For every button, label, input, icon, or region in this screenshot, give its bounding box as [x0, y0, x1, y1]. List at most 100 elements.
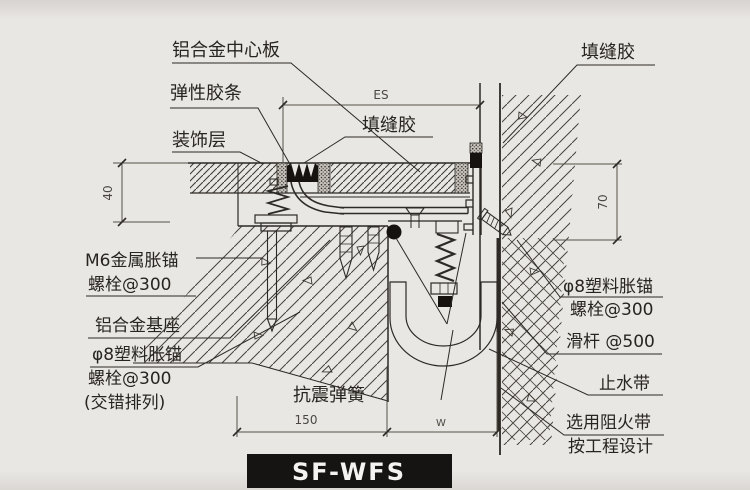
dim-70-text: 70	[596, 194, 610, 209]
joint-v-line-left	[395, 237, 448, 325]
label-text: 铝合金基座	[95, 316, 180, 336]
anchor-outline	[367, 226, 380, 272]
wall-side-frame	[463, 142, 483, 235]
label-elastic-strip: 弹性胶条	[170, 83, 292, 167]
m6-anchor-bolt	[254, 178, 298, 333]
pivot-ball	[386, 224, 402, 240]
leader	[170, 107, 292, 167]
wall-plastic-anchor-screw	[476, 207, 512, 236]
label-text: 弹性胶条	[170, 83, 242, 104]
wall-joint-sealant-block	[469, 142, 483, 154]
label-sealant-right: 填缝胶	[502, 42, 655, 144]
sealant-strip-right	[454, 162, 469, 194]
spring-tip-block	[438, 296, 452, 307]
label-m6-anchor: M6金属胀锚 螺栓@300	[85, 251, 262, 297]
dimension-70: 70	[553, 159, 622, 245]
tick-left	[278, 100, 288, 110]
label-text-line2: 螺栓@300	[88, 369, 171, 389]
sealant-strip-mid	[317, 162, 331, 194]
leader	[88, 239, 331, 339]
leader	[516, 239, 663, 298]
label-base: 铝合金基座	[88, 239, 331, 339]
label-fire-belt: 选用阻火带 按工程设计	[500, 387, 664, 457]
leader	[90, 311, 301, 368]
label-text-line2: 按工程设计	[568, 437, 653, 457]
label-waterstop: 止水带	[488, 348, 663, 396]
concrete-triangle-marks	[253, 111, 542, 402]
label-text-line1: φ8塑料胀锚	[563, 277, 653, 297]
spring-washer	[264, 185, 292, 215]
dim-40-text: 40	[101, 185, 115, 200]
elastic-rubber-profile	[287, 163, 318, 182]
anti-seismic-spring	[433, 232, 458, 283]
leader	[500, 387, 664, 436]
dim-es-text: ES	[373, 88, 388, 102]
label-plastic-anchor-right: φ8塑料胀锚 螺栓@300	[516, 239, 663, 320]
title-block: SF-WFS	[247, 454, 452, 488]
slab-break-edge	[133, 362, 389, 402]
label-plastic-anchor-left: φ8塑料胀锚 螺栓@300 (交错排列)	[84, 311, 301, 413]
tick-2	[382, 427, 392, 437]
leader	[172, 62, 421, 173]
anchor-outline	[339, 226, 353, 280]
dimension-40: 40	[101, 158, 188, 227]
support-ramp-outer	[290, 181, 345, 215]
label-text-line3: (交错排列)	[84, 393, 165, 413]
label-text-line1: φ8塑料胀锚	[92, 345, 182, 365]
label-text: 铝合金中心板	[172, 40, 280, 61]
tick-bottom	[612, 235, 622, 245]
decorative-layer	[188, 162, 470, 194]
plastic-anchor-2	[367, 226, 380, 272]
wall-joint-rubber-block	[470, 153, 482, 168]
waterstop-u-band	[389, 281, 498, 367]
tick-1	[232, 427, 242, 437]
anchor-rib-lines	[340, 235, 352, 253]
spring-nut	[430, 282, 458, 295]
anchor-tip	[502, 227, 512, 236]
tick-right	[475, 100, 485, 110]
label-text-line2: 螺栓@300	[88, 275, 171, 295]
label-slide-rod: 滑杆 @500	[501, 301, 662, 355]
label-text: 填缝胶	[362, 115, 416, 136]
label-text-line1: 选用阻火带	[566, 413, 651, 433]
label-sealant-left: 填缝胶	[303, 115, 433, 164]
label-center-plate: 铝合金中心板	[172, 40, 421, 173]
label-text-line1: M6金属胀锚	[85, 251, 178, 271]
label-text: 抗震弹簧	[293, 385, 365, 406]
leader	[172, 151, 264, 165]
slab-concrete-hatch	[133, 226, 388, 401]
label-text: 滑杆 @500	[566, 332, 655, 352]
support-ramp-inner	[298, 181, 345, 209]
frame-hooks	[463, 175, 473, 231]
leader	[488, 348, 663, 396]
leader	[303, 136, 433, 164]
finish-tile-mid	[238, 163, 277, 193]
expansion-joint-assembly	[254, 142, 512, 333]
leader	[440, 329, 454, 401]
label-decorative-layer: 装饰层	[172, 130, 264, 165]
label-text: 装饰层	[172, 130, 226, 151]
title-text: SF-WFS	[292, 458, 406, 486]
anchor-rib-lines	[368, 234, 379, 244]
tick-3	[492, 427, 502, 437]
label-spring: 抗震弹簧	[293, 329, 454, 406]
leader	[502, 64, 655, 144]
label-text: 填缝胶	[581, 42, 635, 63]
dim-w-text: W	[436, 418, 446, 429]
finish-tile-over-plate	[331, 163, 455, 193]
label-text-line2: 螺栓@300	[570, 300, 653, 320]
dimension-150-w: 150 W	[232, 332, 502, 437]
spring-hanger	[435, 220, 459, 234]
leader	[501, 301, 662, 355]
tick-top	[612, 159, 622, 169]
floor-slab	[133, 193, 389, 402]
finish-tile-left	[190, 163, 238, 193]
tick-top	[117, 158, 127, 168]
tick-bottom	[117, 217, 127, 227]
bolt-tip	[266, 318, 278, 333]
label-text: 止水带	[599, 374, 650, 394]
title-background	[247, 454, 452, 488]
bolt-cap	[269, 178, 279, 186]
